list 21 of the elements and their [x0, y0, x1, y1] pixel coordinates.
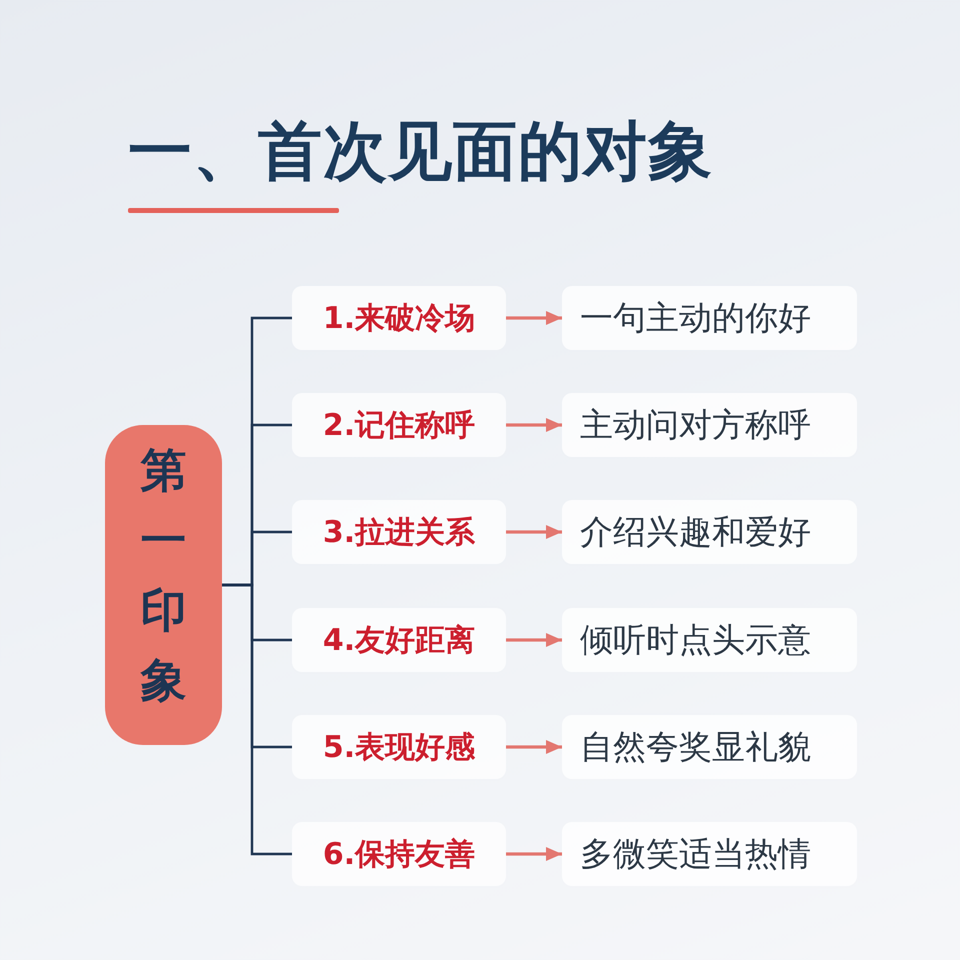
- step-box: 1.来破冷场: [292, 286, 506, 350]
- arrow: [506, 525, 562, 539]
- step-box: 4.友好距离: [292, 608, 506, 672]
- connector-line: [222, 584, 292, 856]
- step-box: 3.拉进关系: [292, 500, 506, 564]
- title: 一、首次见面的对象: [128, 114, 713, 191]
- result-box: 多微笑适当热情: [562, 822, 857, 886]
- result-box: 介绍兴趣和爱好: [562, 500, 857, 564]
- step-box: 5.表现好感: [292, 715, 506, 779]
- result-box: 一句主动的你好: [562, 286, 857, 350]
- result-box: 自然夸奖显礼貌: [562, 715, 857, 779]
- arrow: [506, 847, 562, 861]
- arrow: [506, 418, 562, 432]
- result-box: 倾听时点头示意: [562, 608, 857, 672]
- arrow: [506, 311, 562, 325]
- topic-box: 第一印象: [105, 425, 222, 745]
- step-box: 6.保持友善: [292, 822, 506, 886]
- result-box: 主动问对方称呼: [562, 393, 857, 457]
- arrow: [506, 740, 562, 754]
- step-box: 2.记住称呼: [292, 393, 506, 457]
- arrow: [506, 633, 562, 647]
